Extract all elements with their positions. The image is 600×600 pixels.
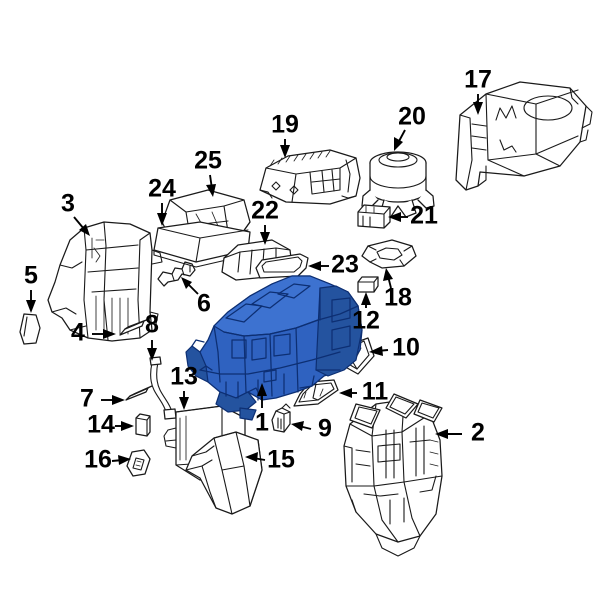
callout-label-4: 4	[71, 319, 85, 347]
callout-6[interactable]: 6	[181, 277, 211, 318]
callout-22[interactable]: 22	[251, 197, 279, 245]
callout-label-2: 2	[471, 419, 485, 447]
callout-16[interactable]: 16	[84, 446, 131, 474]
callout-label-21: 21	[410, 202, 438, 230]
arrow-3	[79, 224, 90, 236]
callout-25[interactable]: 25	[194, 147, 222, 197]
part-19-upper-housing	[259, 149, 361, 205]
callout-label-1: 1	[255, 409, 269, 437]
arrow-16	[118, 455, 131, 465]
callout-label-5: 5	[24, 262, 38, 290]
callout-label-14: 14	[87, 411, 115, 439]
callout-label-12: 12	[352, 307, 380, 335]
part-23-duct-seal	[255, 253, 309, 279]
arrow-23	[308, 261, 321, 271]
callout-label-13: 13	[170, 363, 198, 391]
callout-label-8: 8	[145, 311, 159, 339]
arrow-9	[291, 421, 304, 431]
callout-label-20: 20	[398, 103, 426, 131]
callout-9[interactable]: 9	[291, 415, 332, 443]
callout-23[interactable]: 23	[308, 251, 359, 279]
arrow-2	[435, 429, 448, 439]
arrow-22	[260, 232, 270, 245]
part-4-seal-strip	[119, 318, 150, 336]
callout-18[interactable]: 18	[383, 268, 412, 312]
arrow-14	[121, 421, 134, 431]
part-18-mounting-plate	[361, 239, 417, 269]
callout-11[interactable]: 11	[339, 378, 388, 406]
callout-10[interactable]: 10	[369, 334, 420, 362]
callout-2[interactable]: 2	[435, 419, 485, 447]
callout-3[interactable]: 3	[61, 190, 90, 236]
arrow-8	[147, 348, 157, 361]
callout-4[interactable]: 4	[71, 319, 116, 347]
arrow-13	[179, 397, 189, 410]
callout-13[interactable]: 13	[170, 363, 198, 410]
part-1-highlighted-housing	[185, 275, 363, 421]
part-9-retainer-clip	[271, 403, 291, 433]
callout-label-17: 17	[464, 66, 492, 94]
arrow-5	[26, 300, 36, 313]
callout-8[interactable]: 8	[145, 311, 159, 361]
callout-19[interactable]: 19	[271, 111, 299, 158]
callout-label-25: 25	[194, 147, 222, 175]
part-21-blower-resistor	[357, 204, 391, 229]
part-15-heater-core	[185, 431, 263, 515]
arrow-21	[388, 212, 401, 222]
part-3-housing	[47, 221, 163, 342]
arrow-18	[383, 268, 393, 281]
callout-21[interactable]: 21	[388, 202, 438, 230]
part-17-blower-housing	[455, 81, 593, 191]
arrow-10	[369, 346, 383, 356]
arrow-20	[394, 137, 403, 151]
callout-label-7: 7	[80, 385, 94, 413]
callout-label-15: 15	[267, 446, 295, 474]
callout-12[interactable]: 12	[352, 292, 380, 335]
callout-14[interactable]: 14	[87, 411, 134, 439]
arrow-12	[361, 292, 371, 305]
arrow-6	[181, 277, 192, 289]
callout-label-24: 24	[148, 175, 176, 203]
part-2-hvac-case	[343, 393, 443, 557]
callout-24[interactable]: 24	[148, 175, 176, 226]
callout-15[interactable]: 15	[245, 446, 295, 474]
arrow-7	[112, 395, 125, 405]
part-5-grommet	[19, 313, 41, 345]
arrow-24	[157, 213, 167, 226]
part-12-cap	[357, 276, 379, 293]
callout-label-9: 9	[318, 415, 332, 443]
arrow-17	[473, 102, 483, 115]
callout-label-3: 3	[61, 190, 75, 218]
arrow-4	[103, 329, 116, 339]
part-6-bracket	[157, 261, 196, 287]
arrow-15	[245, 452, 258, 462]
arrow-25	[206, 184, 216, 197]
part-16-oval-grommet	[126, 449, 151, 477]
callout-label-6: 6	[197, 290, 211, 318]
callout-label-11: 11	[362, 378, 389, 406]
callout-1[interactable]: 1	[255, 383, 269, 437]
callout-label-19: 19	[271, 111, 299, 139]
callout-5[interactable]: 5	[24, 262, 38, 313]
arrow-11	[339, 388, 352, 398]
callout-label-23: 23	[331, 251, 359, 279]
part-14-connector	[135, 413, 151, 437]
callout-20[interactable]: 20	[394, 103, 426, 151]
callout-label-22: 22	[251, 197, 279, 225]
callout-17[interactable]: 17	[464, 66, 492, 115]
part-20-blower-motor	[361, 151, 435, 219]
callout-label-16: 16	[84, 446, 112, 474]
arrow-19	[280, 145, 290, 158]
callout-7[interactable]: 7	[80, 385, 125, 413]
callout-layer: 1 2 3 4 5 6	[24, 66, 492, 474]
arrow-1	[257, 383, 267, 396]
part-7-seal-strip	[125, 385, 153, 401]
callout-label-18: 18	[384, 284, 412, 312]
callout-label-10: 10	[392, 334, 420, 362]
